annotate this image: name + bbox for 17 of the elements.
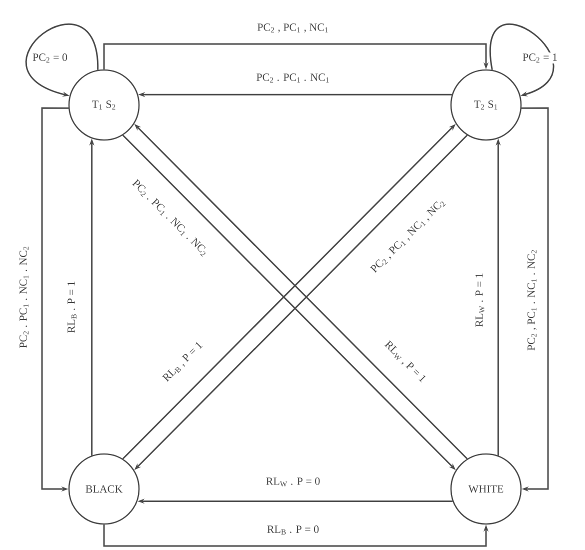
edge-label: PC$_{2}$ . PC$_{1}$ . NC$_{1}$ <box>255 72 331 84</box>
edge-label: RL$_{B}$ . P = 1 <box>66 280 78 334</box>
edge-label: RL$_{B}$ . P = 0 <box>266 524 320 536</box>
edge-label: PC$_{2}$ . PC$_{1}$ . NC$_{1}$ . NC$_{2}$ <box>18 244 30 350</box>
arrow <box>103 43 489 70</box>
edge-label: PC$_{2}$ = 0 <box>32 52 68 64</box>
arrow <box>490 24 554 96</box>
edge-label: RL$_{W}$ . P = 0 <box>264 476 322 488</box>
edge-label: PC$_{2}$ = 1 <box>522 52 558 64</box>
edge-label: RL$_{B}$ , P = 1 <box>160 339 206 385</box>
edge-label: PC$_{2}$ , PC$_{1}$ . NC$_{1}$ . NC$_{2}$ <box>526 248 538 352</box>
edge-label: PC$_{2}$ . PC$_{1}$ . NC$_{1}$ . NC$_{2}$ <box>129 177 211 259</box>
edge-label: RL$_{W}$ . P = 1 <box>474 272 486 328</box>
edge-label: PC$_{2}$ , PC$_{1}$ , NC$_{1}$ , NC$_{2}$ <box>368 196 448 276</box>
edge-label: RL$_{W}$ , P = 1 <box>382 338 428 386</box>
arrow <box>522 107 549 492</box>
edge-label: PC$_{2}$ , PC$_{1}$ , NC$_{1}$ <box>256 22 330 34</box>
